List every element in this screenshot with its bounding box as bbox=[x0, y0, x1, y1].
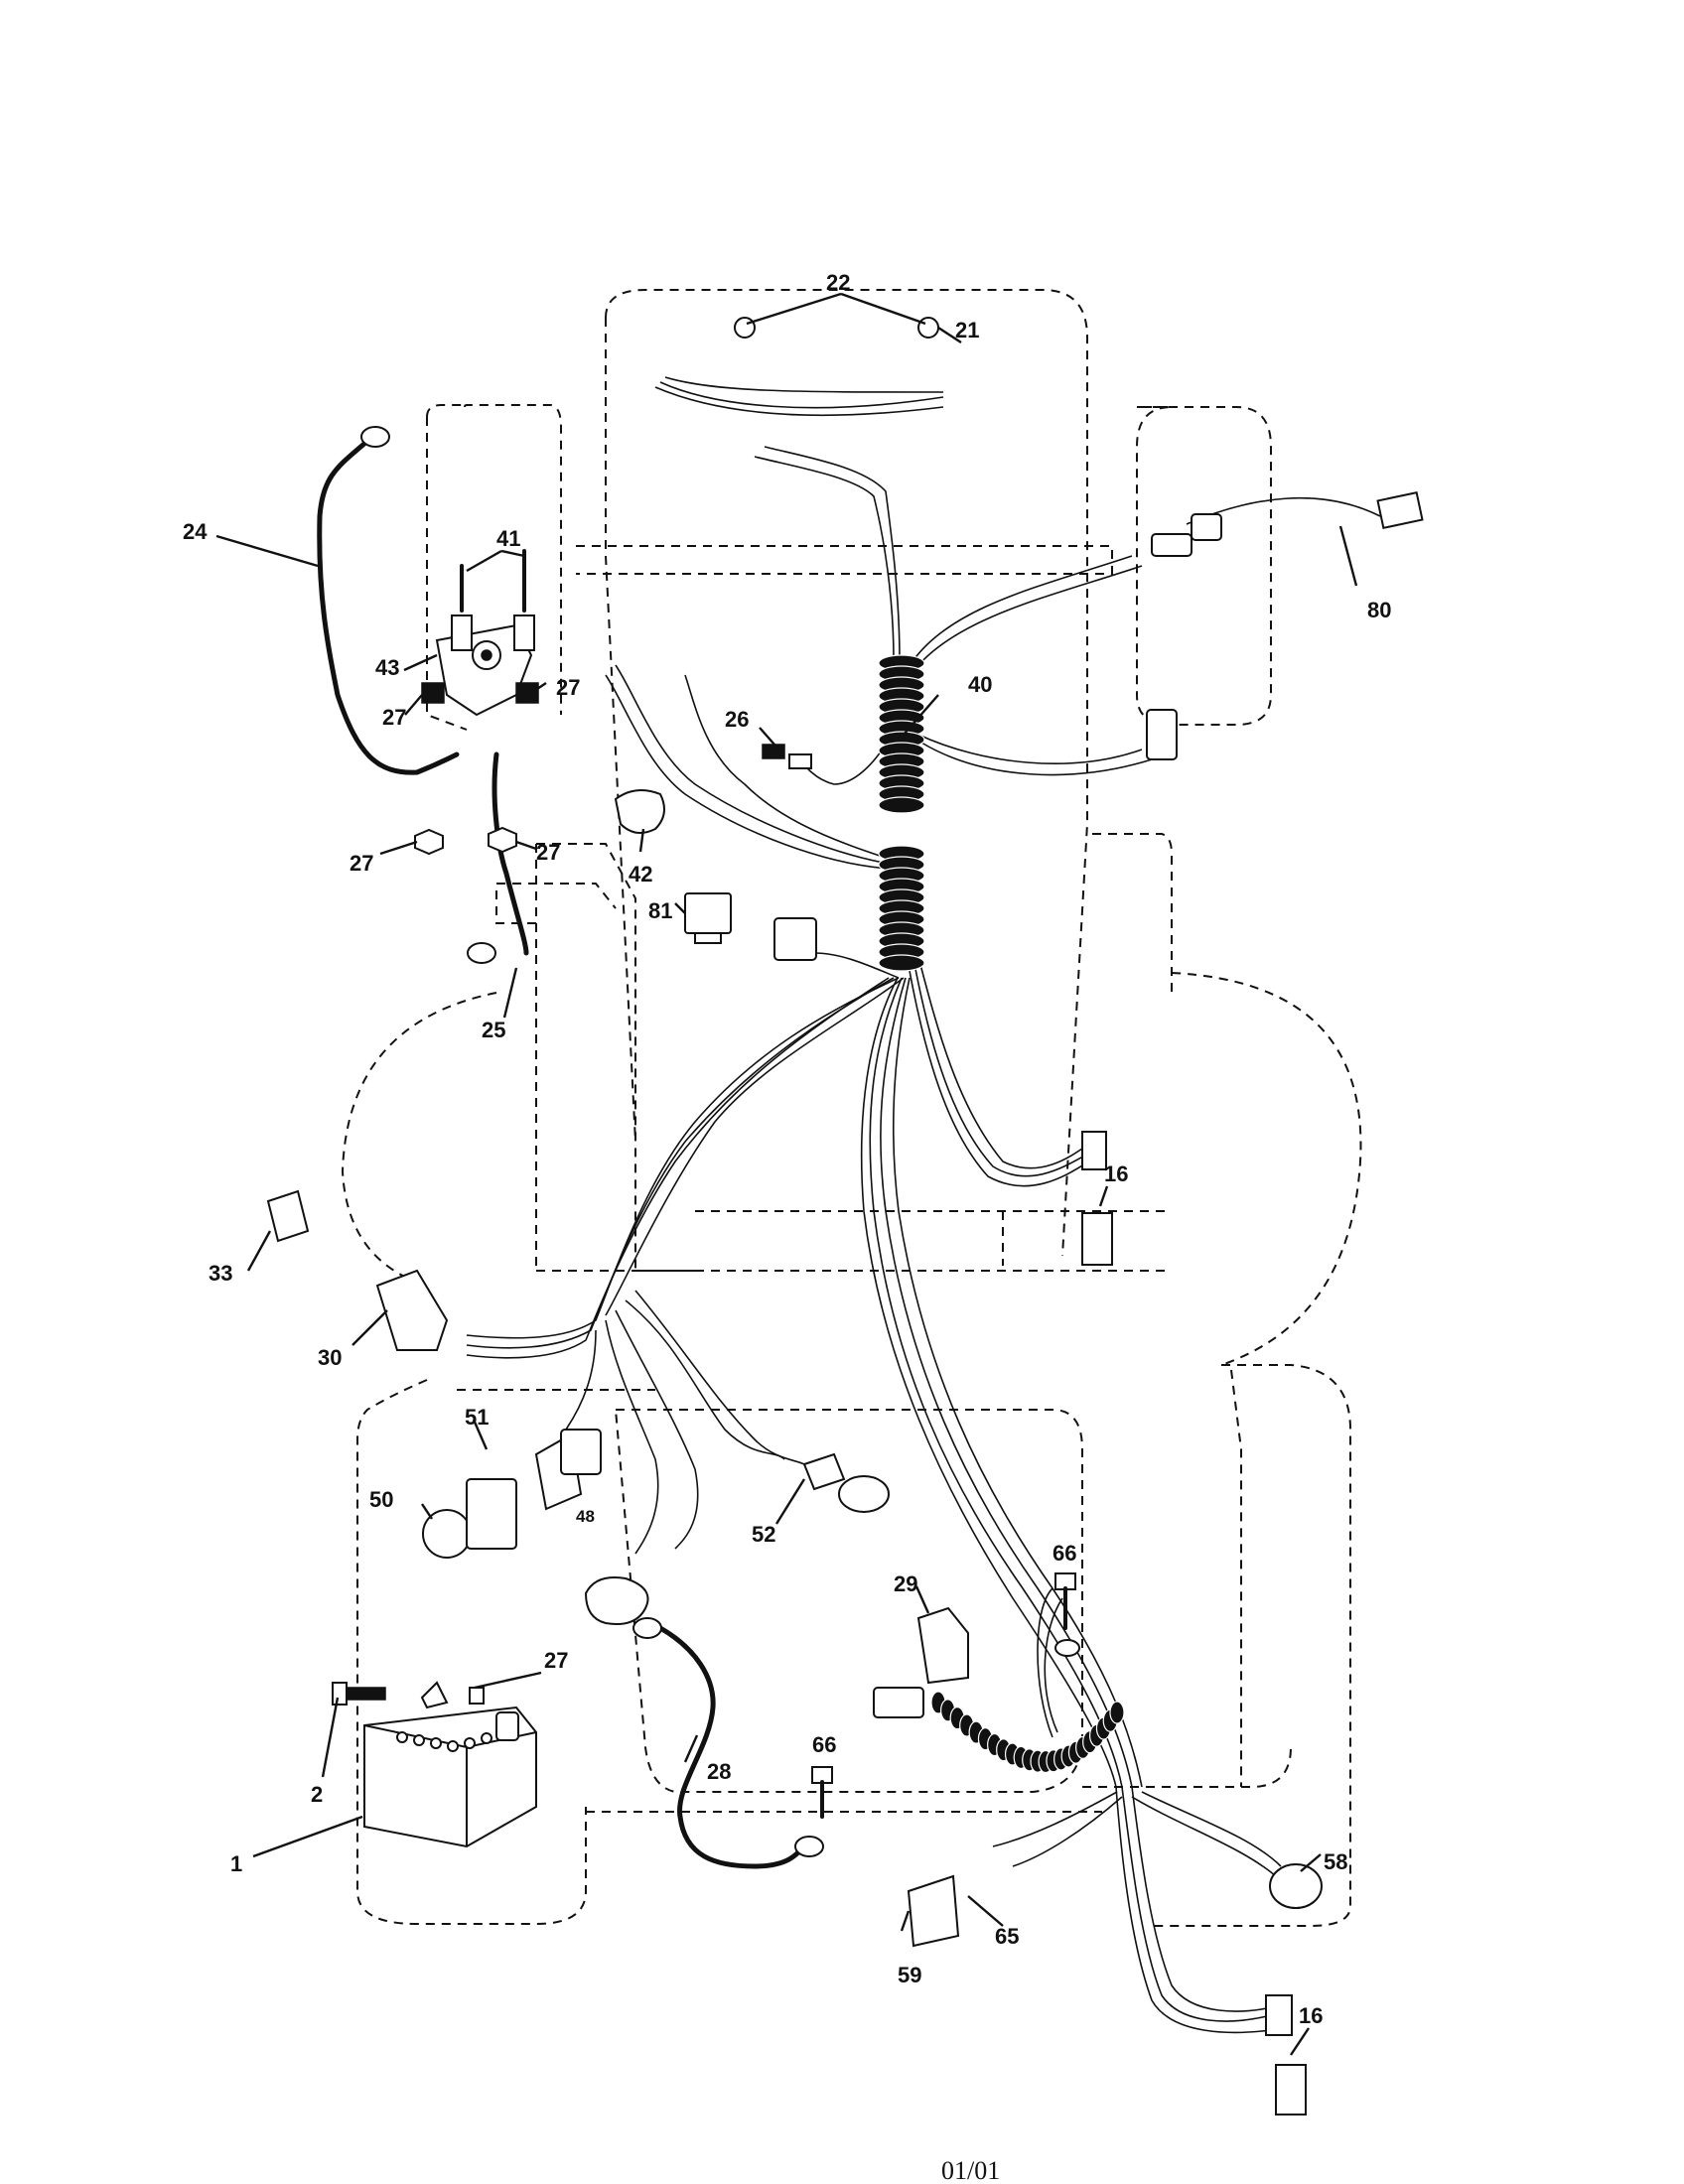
callout-40: 40 bbox=[968, 672, 992, 697]
callout-29: 29 bbox=[894, 1571, 917, 1596]
callout-21: 21 bbox=[955, 318, 979, 342]
callout-41: 41 bbox=[496, 526, 520, 551]
callout-2: 2 bbox=[311, 1782, 323, 1807]
callout-66-upper: 66 bbox=[1052, 1541, 1076, 1566]
callout-26: 26 bbox=[725, 707, 749, 732]
callout-27-d: 27 bbox=[536, 840, 560, 865]
tractor-outline bbox=[341, 289, 1362, 1927]
callout-65: 65 bbox=[995, 1924, 1019, 1949]
callout-27-a: 27 bbox=[556, 675, 580, 700]
leader-lines bbox=[215, 292, 1358, 2056]
callout-28: 28 bbox=[707, 1759, 731, 1784]
callout-27-c: 27 bbox=[350, 851, 373, 876]
starter-solenoid bbox=[421, 614, 539, 717]
callout-80: 80 bbox=[1367, 598, 1391, 622]
callout-25: 25 bbox=[482, 1018, 505, 1042]
callout-labels: 1 2 16 16 21 22 24 25 26 27 27 27 27 27 … bbox=[183, 270, 1391, 2028]
callout-58: 58 bbox=[1324, 1849, 1347, 1874]
wire-harness bbox=[317, 376, 1381, 2034]
callout-30: 30 bbox=[318, 1345, 342, 1370]
callout-16-upper: 16 bbox=[1104, 1161, 1128, 1186]
callout-22: 22 bbox=[826, 270, 850, 295]
callout-66-lower: 66 bbox=[812, 1732, 836, 1757]
battery-bolt bbox=[332, 1681, 485, 1709]
callout-27-b: 27 bbox=[382, 705, 406, 730]
callout-51: 51 bbox=[465, 1405, 489, 1430]
callout-59: 59 bbox=[898, 1963, 921, 1987]
callout-27-e: 27 bbox=[544, 1648, 568, 1673]
callout-48: 48 bbox=[576, 1507, 595, 1526]
callout-50: 50 bbox=[369, 1487, 393, 1512]
callout-16-lower: 16 bbox=[1299, 2003, 1323, 2028]
revision-code: 01/01 bbox=[941, 2156, 1000, 2184]
callout-81: 81 bbox=[648, 898, 672, 923]
callout-42: 42 bbox=[629, 862, 652, 887]
wire-loom-coil bbox=[878, 654, 1125, 1774]
callout-1: 1 bbox=[230, 1851, 242, 1876]
battery bbox=[363, 1706, 537, 1848]
callout-43: 43 bbox=[375, 655, 399, 680]
callout-33: 33 bbox=[209, 1261, 232, 1286]
parts bbox=[266, 317, 1424, 2116]
callout-24: 24 bbox=[183, 519, 208, 544]
callout-52: 52 bbox=[752, 1522, 775, 1547]
